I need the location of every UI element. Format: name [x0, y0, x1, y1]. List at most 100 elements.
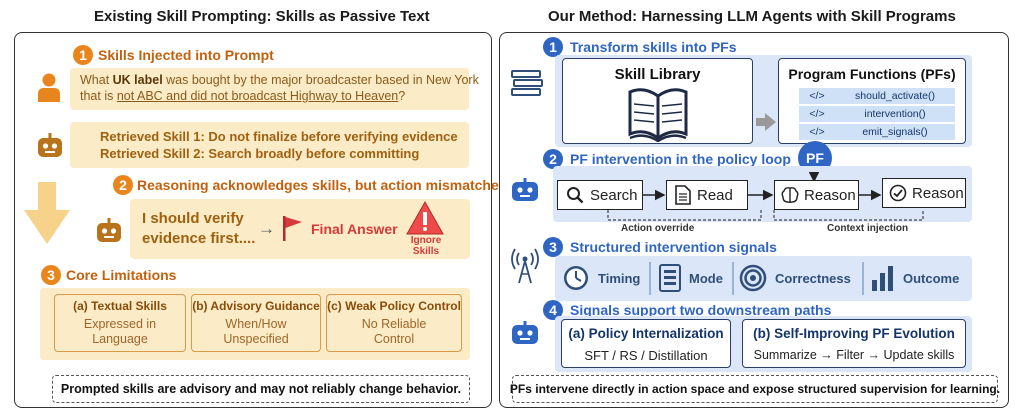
limitation-weak-policy-control: (c) Weak Policy Control No Reliable Cont…	[326, 294, 462, 352]
limitation-body-1: No Reliable	[361, 317, 427, 331]
left-step1-title: Skills Injected into Prompt	[98, 47, 274, 63]
document-icon	[675, 185, 691, 205]
path-b-body: Summarize → Filter → Update skills	[753, 348, 955, 362]
right-title: Our Method: Harnessing LLM Agents with S…	[548, 8, 956, 25]
search-icon	[566, 186, 584, 204]
limitation-body-1: When/How	[225, 317, 287, 331]
node-read: Read	[666, 180, 748, 210]
signal-divider	[649, 262, 651, 295]
question-box: What UK label was bought by the major br…	[70, 68, 479, 110]
skill-library-box: Skill Library	[562, 58, 753, 144]
question-line-2: that is not ABC and did not broadcast Hi…	[80, 89, 405, 103]
signal-label: Correctness	[775, 270, 851, 286]
bar-chart-icon	[871, 264, 895, 292]
question-text-a: What	[80, 73, 113, 87]
right-step3-title: Structured intervention signals	[570, 239, 777, 255]
open-book-icon	[626, 84, 690, 143]
path-a-body: SFT / RS / Distillation	[584, 348, 708, 363]
code-icon: </>	[809, 126, 825, 138]
signals-area	[555, 256, 972, 301]
signal-outcome: Outcome	[871, 264, 959, 292]
ignore-skills-label: Ignore Skills	[405, 235, 447, 257]
path-a-title: (a) Policy Internalization	[568, 326, 724, 341]
retrieved-skills-box: Retrieved Skill 1: Do not finalize befor…	[70, 122, 469, 168]
retrieved-skill-1: Retrieved Skill 1: Do not finalize befor…	[100, 129, 458, 144]
ignore-line-2: Skills	[412, 246, 440, 257]
limitation-body-2: Control	[373, 332, 415, 346]
left-step1-number: 1	[73, 45, 93, 65]
signal-label: Outcome	[903, 270, 960, 286]
question-bold-term: UK label	[112, 73, 163, 87]
question-text-d: ?	[398, 89, 406, 103]
context-injection-label: Context injection	[827, 223, 909, 234]
limitation-body-1: Expressed in	[83, 317, 157, 331]
limitation-body-2: Language	[92, 332, 148, 346]
question-text-c: that is	[80, 89, 117, 103]
left-note: Prompted skills are advisory and may not…	[52, 375, 470, 403]
ignore-line-1: Ignore	[410, 235, 442, 246]
node-label: Reason	[912, 184, 964, 202]
left-step3-title: Core Limitations	[66, 267, 177, 283]
right-step1-number: 1	[543, 37, 563, 57]
code-icon: </>	[809, 108, 825, 120]
robot-icon-2	[95, 218, 123, 244]
retrieved-skill-2: Retrieved Skill 2: Search broadly before…	[100, 146, 420, 161]
right-step3-number: 3	[543, 237, 563, 257]
signal-mode: Mode	[659, 264, 723, 292]
pf-title: Program Functions (PFs)	[788, 66, 956, 82]
clock-icon	[562, 264, 590, 292]
left-step2-title: Reasoning acknowledges skills, but actio…	[137, 177, 507, 193]
node-reason-1: Reason	[774, 180, 859, 210]
limitation-textual-skills: (a) Textual Skills Expressed in Language	[54, 294, 186, 352]
right-step2-title: PF intervention in the policy loop	[570, 151, 791, 167]
pf-function-name: should_activate()	[855, 90, 935, 102]
warning-icon	[405, 200, 445, 236]
books-icon	[510, 70, 544, 96]
action-override-label: Action override	[621, 223, 695, 234]
limitation-head: (b) Advisory Guidance	[192, 299, 320, 313]
left-step2-number: 2	[113, 175, 133, 195]
list-icon	[659, 264, 681, 292]
node-label: Reason	[804, 186, 856, 204]
right-step2-number: 2	[543, 149, 563, 169]
robot-icon-blue	[510, 178, 540, 202]
path-pf-evolution: (b) Self-Improving PF Evolution Summariz…	[742, 319, 966, 368]
brain-icon	[781, 186, 799, 204]
thought-line-2: evidence first....	[142, 230, 256, 247]
right-step1-title: Transform skills into PFs	[570, 39, 737, 55]
user-icon	[36, 72, 62, 104]
target-icon	[739, 264, 767, 292]
question-line-1: What UK label was bought by the major br…	[80, 73, 479, 87]
path-policy-internalization: (a) Policy Internalization SFT / RS / Di…	[561, 319, 731, 368]
question-text-b: was bought by the major broadcaster base…	[162, 73, 479, 87]
check-circle-icon	[889, 184, 907, 202]
policy-loop-lines	[607, 172, 924, 221]
right-arrow-icon: →	[258, 219, 275, 238]
pf-row-emit-signals: </> emit_signals()	[799, 124, 955, 140]
antenna-icon	[510, 247, 540, 285]
limitations-box	[40, 288, 470, 360]
node-label: Search	[590, 186, 638, 204]
pf-function-name: emit_signals()	[862, 126, 928, 138]
signal-divider	[862, 262, 864, 295]
program-functions-box: Program Functions (PFs) </> should_activ…	[778, 58, 966, 144]
transform-arrow-icon	[756, 112, 776, 132]
left-step3-number: 3	[41, 265, 61, 285]
flag-icon	[280, 214, 304, 242]
pf-row-intervention: </> intervention()	[799, 106, 955, 122]
robot-icon-blue-2	[510, 321, 540, 345]
signal-correctness: Correctness	[739, 264, 851, 292]
limitation-advisory-guidance: (b) Advisory Guidance When/How Unspecifi…	[191, 294, 321, 352]
down-arrow-icon	[24, 182, 70, 244]
reasoning-box: I should verify evidence first.... → Fin…	[130, 199, 470, 259]
left-title: Existing Skill Prompting: Skills as Pass…	[94, 8, 430, 25]
node-reason-2: Reason	[882, 178, 966, 208]
node-label: Read	[697, 186, 733, 204]
limitation-body-2: Unspecified	[223, 332, 289, 346]
right-step4-title: Signals support two downstream paths	[570, 302, 832, 318]
node-search: Search	[557, 180, 643, 210]
signal-divider	[732, 262, 734, 295]
thought-line-1: I should verify	[142, 210, 244, 227]
question-underlined-text: not ABC and did not broadcast Highway to…	[116, 89, 399, 103]
robot-icon	[36, 133, 64, 159]
